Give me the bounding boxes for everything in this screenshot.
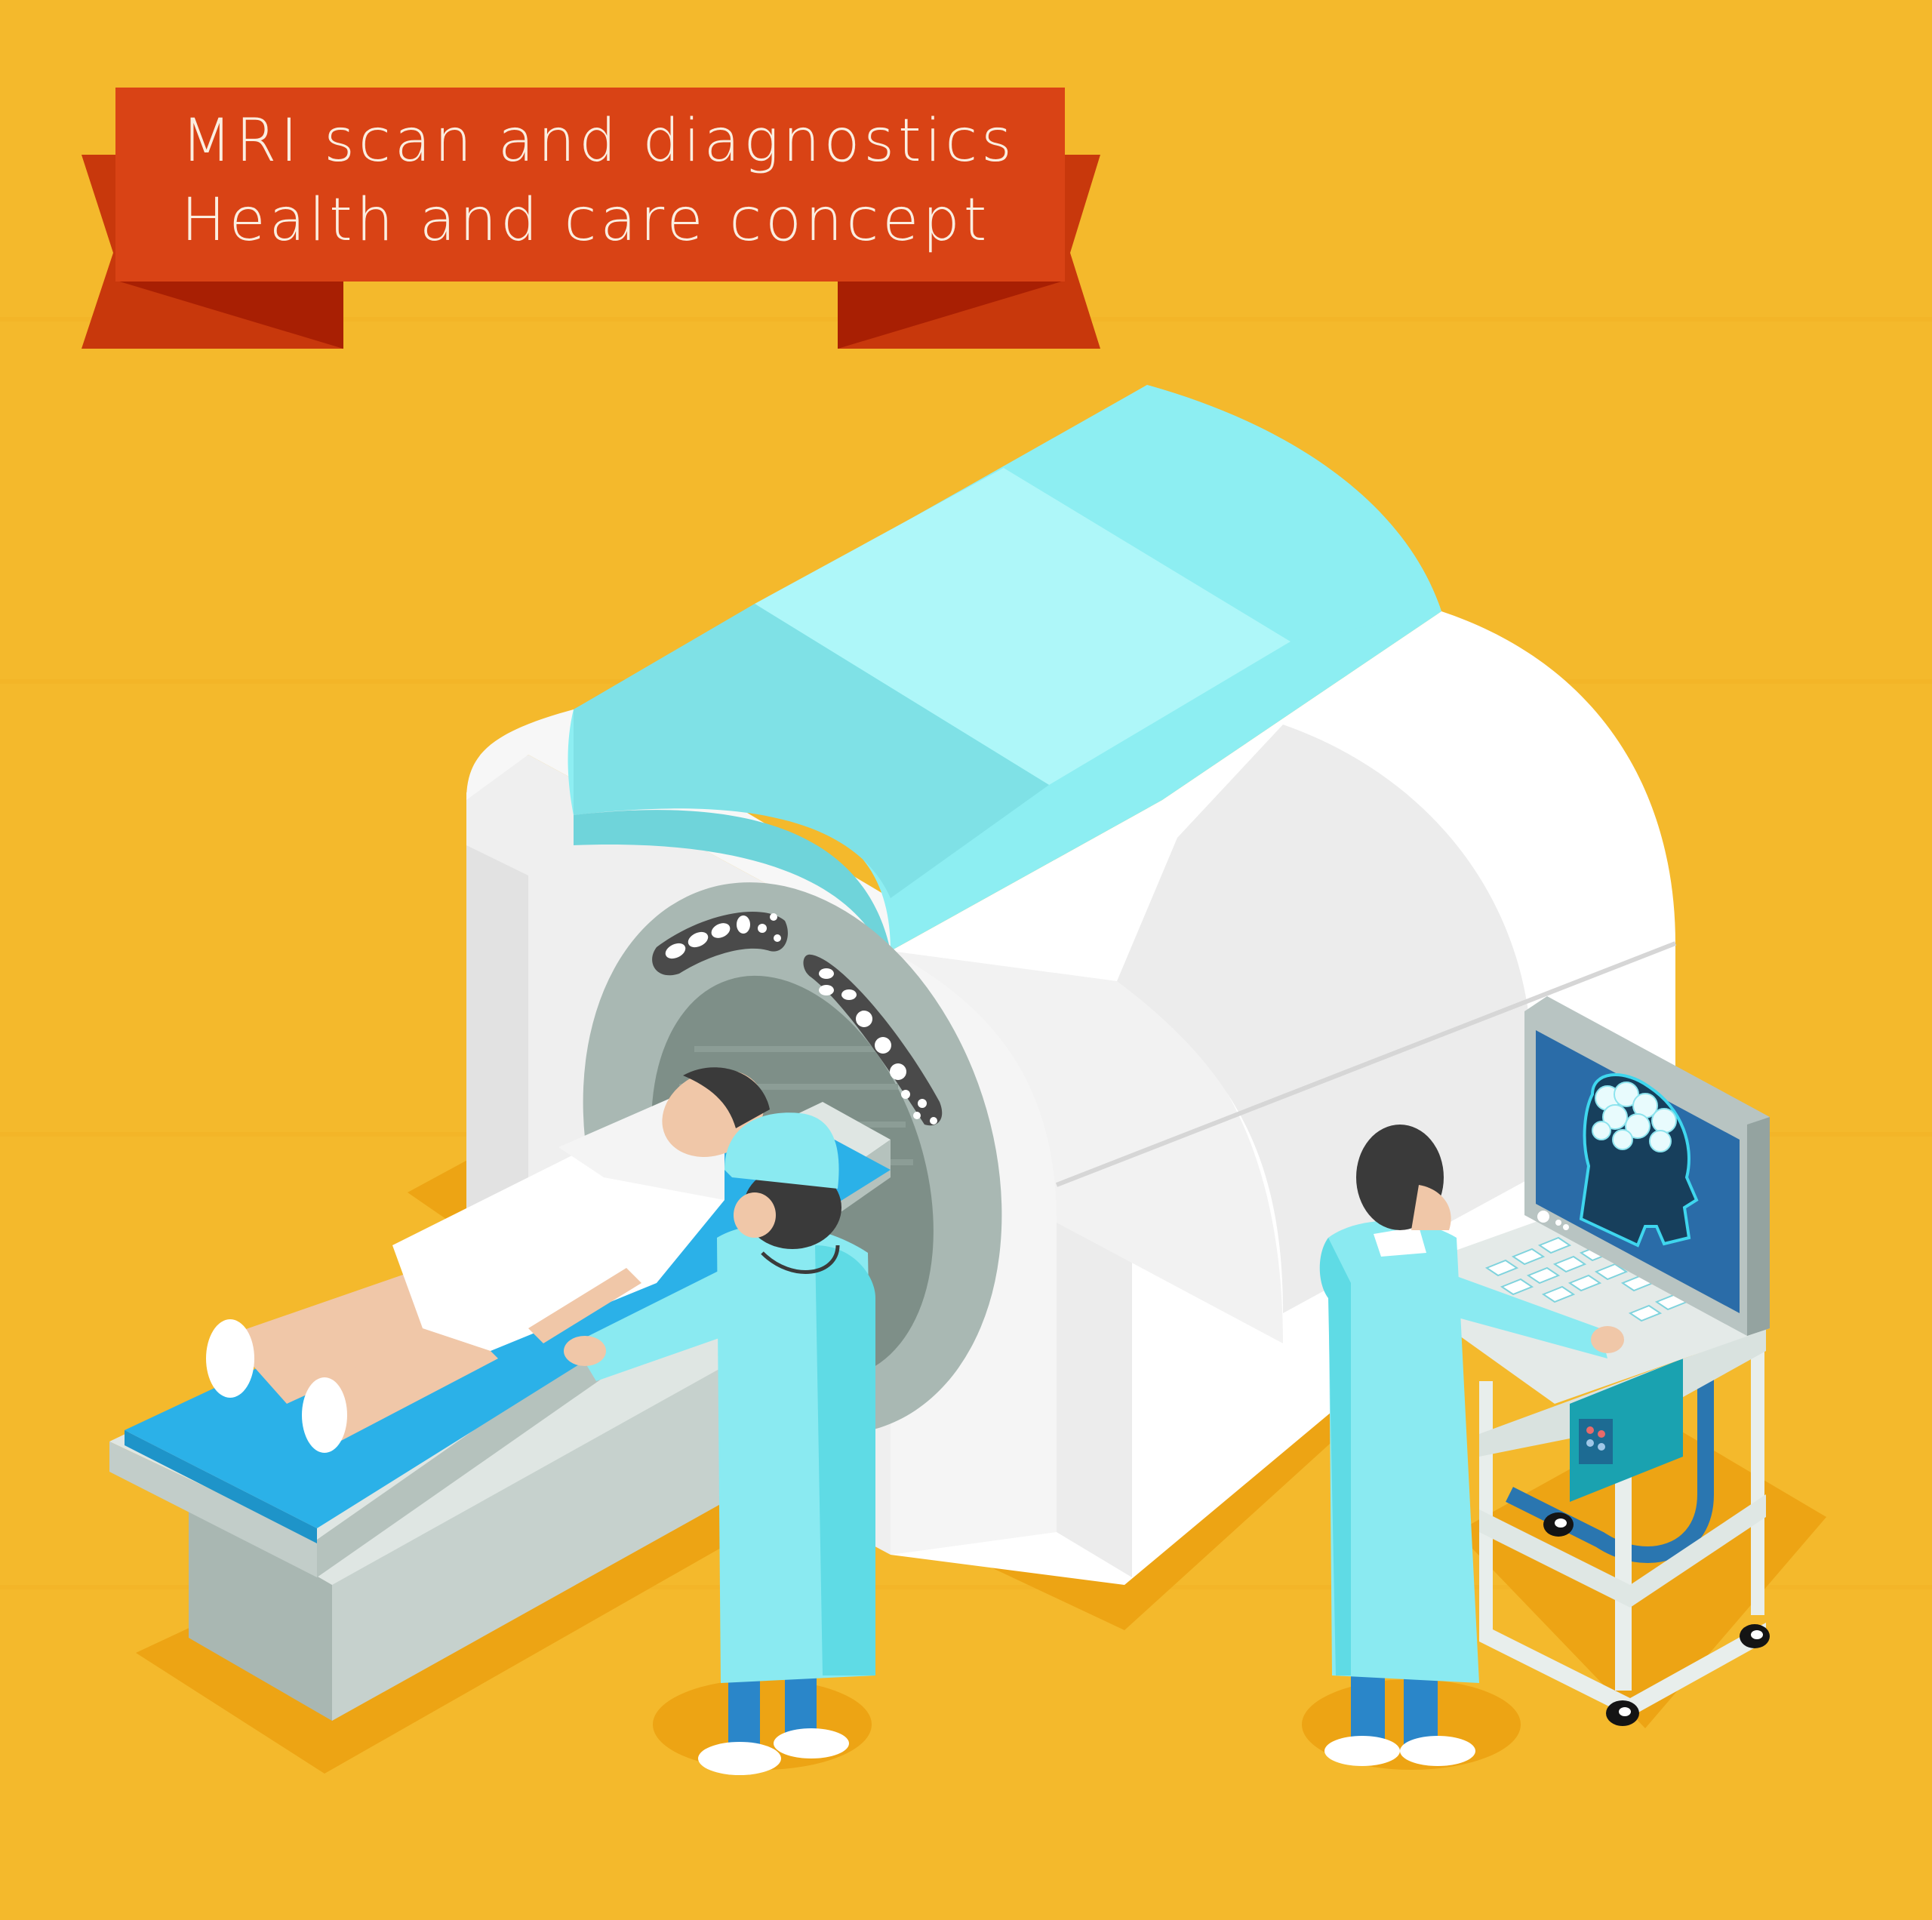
cart-wheels [1543, 1512, 1770, 1726]
banner-title-line-2: Health and care concept [181, 186, 991, 254]
console-cart [1449, 996, 1770, 1726]
keyboard-keys [1484, 1236, 1689, 1322]
indicator-lights-side [819, 968, 937, 1125]
technician-at-console [1319, 1125, 1624, 1766]
brain-scan-icon [1579, 1073, 1699, 1248]
banner-title-line-1: MRI scan and diagnostics [181, 107, 1016, 175]
title-banner [82, 88, 1100, 349]
indicator-lights-top [665, 913, 781, 959]
radiologist-at-bore [564, 1112, 875, 1775]
patient [206, 1067, 770, 1453]
